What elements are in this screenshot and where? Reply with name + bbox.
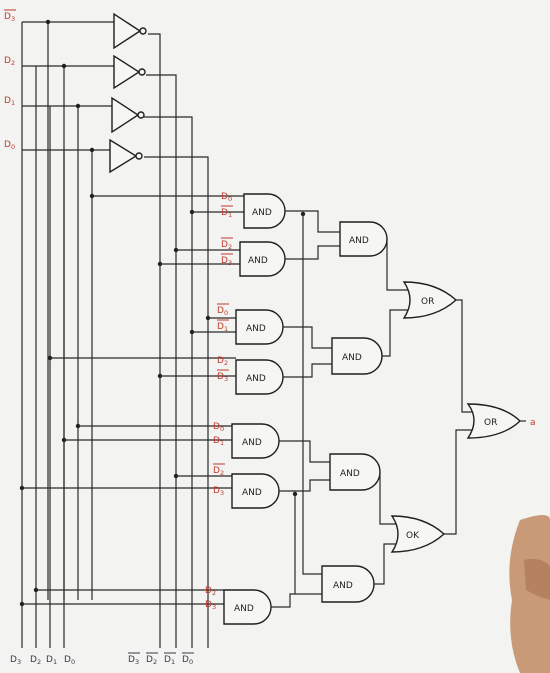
and-label-2: AND: [248, 256, 268, 266]
and7-input-a: D2: [205, 586, 216, 597]
not-gates: [109, 12, 147, 174]
and-label-7: AND: [234, 604, 254, 614]
and2-input-b: D3: [221, 256, 232, 267]
bottom-labels: D3 D2 D1 D0 D3 D2 D1 D0: [10, 652, 194, 666]
bottom-complement-d0: D0: [182, 655, 193, 666]
and-gate-9: [331, 337, 383, 375]
or-gate-top: [402, 281, 458, 319]
not-gate-d2: [113, 54, 146, 90]
and-label-11: AND: [333, 581, 353, 591]
and-gate-7: [223, 589, 272, 625]
not-gate-d3: [113, 12, 147, 50]
bottom-complement-d3: D3: [128, 655, 139, 666]
and-label-6: AND: [242, 488, 262, 498]
and-gate-6: [231, 473, 280, 509]
input-label-d2: D2: [4, 56, 15, 67]
and7-input-b: D3: [205, 600, 216, 611]
and-label-10: AND: [340, 469, 360, 479]
input-label-d0: D0: [4, 140, 15, 151]
input-label-d3: D3: [4, 12, 15, 23]
or-label-bottom: OK: [406, 531, 420, 541]
and-gate-11: [321, 565, 375, 603]
and4-input-b: D3: [217, 372, 228, 383]
and-gate-2: [239, 241, 286, 277]
not-gate-d1: [111, 96, 145, 134]
not-gate-d0: [109, 138, 143, 174]
and-label-5: AND: [242, 438, 262, 448]
and-gates-level2: [321, 221, 388, 603]
and-input-wires: [22, 195, 244, 605]
and-label-8: AND: [349, 236, 369, 246]
and4-input-a: D2: [217, 356, 228, 367]
complement-buses: [144, 33, 209, 648]
true-buses: [21, 22, 93, 648]
or-gates: [390, 281, 522, 553]
input-label-d1: D1: [4, 96, 15, 107]
gate-wiring: [271, 210, 526, 608]
and3-input-b: D1: [217, 322, 228, 333]
and3-input-a: D0: [217, 306, 228, 317]
and6-input-b: D3: [213, 486, 224, 497]
and2-input-a: D2: [221, 240, 232, 251]
and5-input-b: D1: [213, 436, 224, 447]
and6-input-a: D2: [213, 466, 224, 477]
and-label-3: AND: [246, 324, 266, 334]
and1-input-a: D0: [221, 192, 232, 203]
or-label-final: OR: [484, 418, 497, 428]
gate-labels: AND AND AND AND AND AND AND AND AND AND …: [234, 208, 497, 614]
bottom-true-d1: D1: [46, 655, 57, 666]
input-wires: [22, 21, 114, 151]
and-label-1: AND: [252, 208, 272, 218]
or-gate-bottom: [390, 515, 446, 553]
and-gate-3: [235, 309, 284, 345]
and-gate-5: [231, 423, 280, 459]
bottom-complement-d1: D1: [164, 655, 175, 666]
bottom-true-d0: D0: [64, 655, 75, 666]
and-label-4: AND: [246, 374, 266, 384]
and5-input-a: D0: [213, 422, 224, 433]
and-gate-4: [235, 359, 284, 395]
output-label: a: [530, 418, 536, 428]
and1-input-b: D1: [221, 208, 232, 219]
bottom-true-d3: D3: [10, 655, 21, 666]
and-gate-1: [243, 193, 286, 229]
and-label-9: AND: [342, 353, 362, 363]
and-gates-level1: [223, 193, 286, 625]
or-gate-final: [466, 403, 522, 439]
or-label-top: OR: [421, 297, 434, 307]
bottom-true-d2: D2: [30, 655, 41, 666]
hand-photo-artifact: [509, 515, 550, 673]
bottom-complement-d2: D2: [146, 655, 157, 666]
